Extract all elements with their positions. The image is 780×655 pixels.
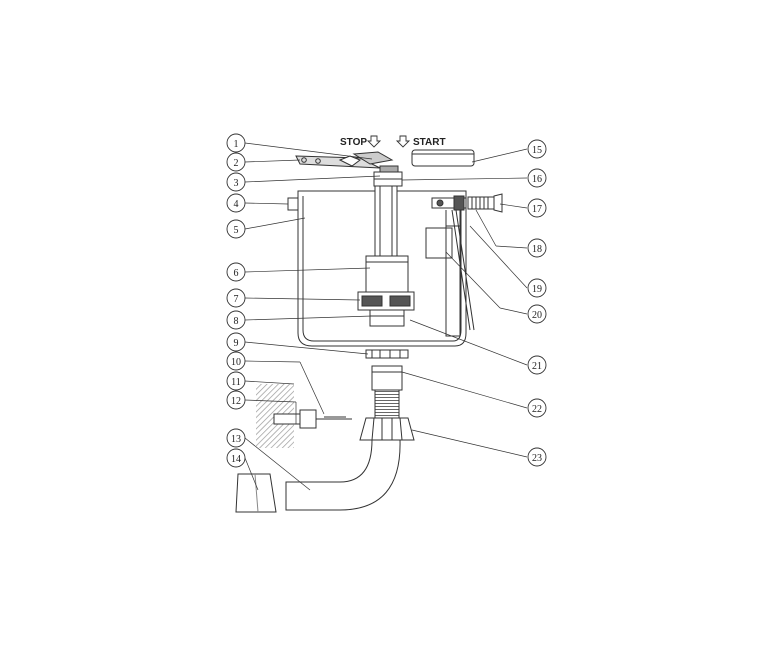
stop-arrow-icon — [366, 135, 382, 148]
callout-13: 13 — [226, 428, 246, 448]
callout-14: 14 — [226, 448, 246, 468]
flush-lever-assembly — [295, 149, 475, 187]
svg-text:20: 20 — [532, 310, 542, 321]
callout-12: 12 — [226, 390, 246, 410]
svg-text:22: 22 — [532, 404, 542, 415]
callout-22: 22 — [527, 398, 547, 418]
callout-23: 23 — [527, 447, 547, 467]
callout-8: 8 — [226, 310, 246, 330]
svg-text:7: 7 — [234, 294, 239, 305]
svg-text:3: 3 — [234, 178, 239, 189]
svg-text:9: 9 — [234, 338, 239, 349]
svg-text:19: 19 — [532, 284, 542, 295]
wall-fixing — [256, 384, 352, 448]
callout-18: 18 — [527, 238, 547, 258]
flush-valve-column — [357, 185, 415, 327]
flush-bend-pipe — [285, 439, 401, 511]
callout-17: 17 — [527, 198, 547, 218]
svg-text:6: 6 — [234, 268, 239, 279]
callout-1: 1 — [226, 133, 246, 153]
fill-valve-assembly — [425, 193, 503, 337]
callout-9: 9 — [226, 332, 246, 352]
side-nut-left — [287, 197, 299, 211]
callout-2: 2 — [226, 152, 246, 172]
svg-text:1: 1 — [234, 139, 239, 150]
callout-7: 7 — [226, 288, 246, 308]
svg-text:17: 17 — [532, 204, 542, 215]
callout-20: 20 — [527, 304, 547, 324]
svg-text:5: 5 — [234, 225, 239, 236]
outlet-assembly — [359, 349, 415, 441]
stop-label: STOP — [340, 137, 367, 148]
svg-text:14: 14 — [231, 454, 241, 465]
callout-10: 10 — [226, 351, 246, 371]
svg-text:10: 10 — [231, 357, 241, 368]
callout-11: 11 — [226, 371, 246, 391]
callout-19: 19 — [527, 278, 547, 298]
callout-4: 4 — [226, 193, 246, 213]
svg-text:15: 15 — [532, 145, 542, 156]
svg-text:2: 2 — [234, 158, 239, 169]
callout-21: 21 — [527, 355, 547, 375]
svg-text:21: 21 — [532, 361, 542, 372]
svg-text:8: 8 — [234, 316, 239, 327]
svg-text:4: 4 — [234, 199, 239, 210]
svg-text:23: 23 — [532, 453, 542, 464]
start-arrow-icon — [395, 135, 411, 148]
callout-15: 15 — [527, 139, 547, 159]
callout-5: 5 — [226, 219, 246, 239]
svg-text:13: 13 — [231, 434, 241, 445]
svg-text:16: 16 — [532, 174, 542, 185]
svg-text:11: 11 — [231, 377, 241, 388]
rubber-cone — [235, 473, 277, 513]
svg-text:12: 12 — [231, 396, 241, 407]
svg-text:18: 18 — [532, 244, 542, 255]
callout-16: 16 — [527, 168, 547, 188]
leader-lines — [244, 142, 528, 491]
callout-3: 3 — [226, 172, 246, 192]
start-label: START — [413, 137, 446, 148]
callout-6: 6 — [226, 262, 246, 282]
